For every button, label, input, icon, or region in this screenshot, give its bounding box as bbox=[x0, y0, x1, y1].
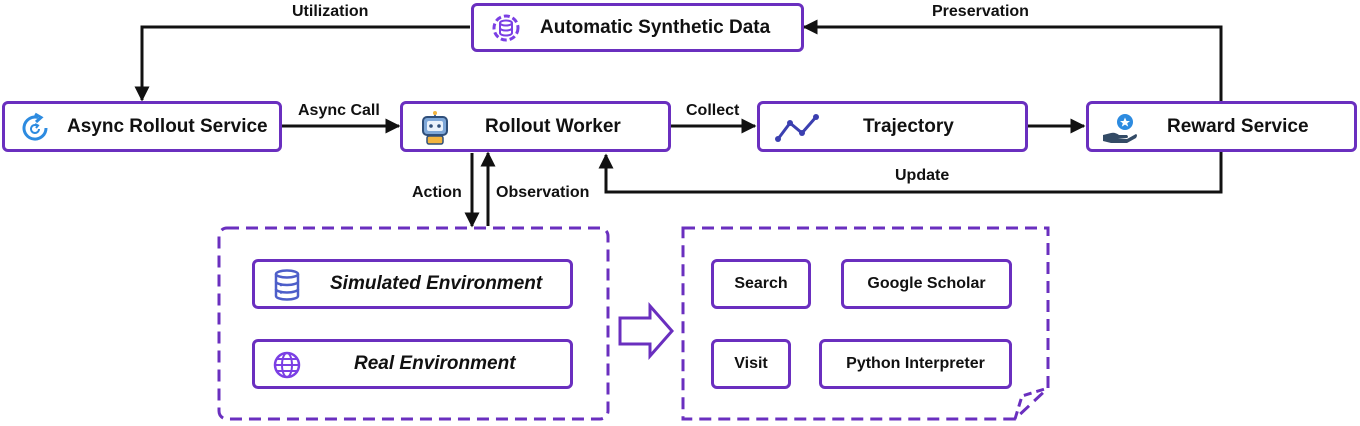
simulated-environment-node: Simulated Environment bbox=[252, 259, 573, 309]
async-rollout-node: Async Rollout Service bbox=[2, 101, 282, 152]
observation-label: Observation bbox=[496, 184, 590, 201]
refresh-icon bbox=[18, 111, 52, 145]
real-environment-label: Real Environment bbox=[354, 353, 516, 374]
collect-label: Collect bbox=[686, 102, 740, 119]
update-label: Update bbox=[895, 167, 950, 184]
rollout-worker-node: Rollout Worker bbox=[400, 101, 671, 152]
database-gear-icon bbox=[490, 12, 522, 44]
line-chart-icon bbox=[774, 111, 820, 145]
robot-icon bbox=[417, 109, 453, 147]
real-environment-node: Real Environment bbox=[252, 339, 573, 389]
utilization-arrow bbox=[134, 25, 470, 102]
preservation-label: Preservation bbox=[932, 3, 1029, 20]
hand-badge-icon bbox=[1101, 111, 1139, 145]
synthetic-data-label: Automatic Synthetic Data bbox=[540, 16, 771, 38]
environment-container bbox=[217, 226, 610, 421]
async-call-label: Async Call bbox=[298, 102, 380, 119]
reward-service-node: Reward Service bbox=[1086, 101, 1357, 152]
simulated-environment-label: Simulated Environment bbox=[330, 273, 543, 294]
hollow-arrow-icon bbox=[618, 302, 674, 360]
tools-container bbox=[681, 226, 1050, 421]
synthetic-data-node: Automatic Synthetic Data bbox=[471, 3, 804, 52]
globe-icon bbox=[271, 348, 303, 382]
database-icon bbox=[271, 268, 303, 302]
tool-google-scholar: Google Scholar bbox=[841, 259, 1012, 309]
tool-search: Search bbox=[711, 259, 811, 309]
trajectory-label: Trajectory bbox=[863, 115, 954, 137]
async-rollout-label: Async Rollout Service bbox=[67, 115, 268, 137]
reward-service-label: Reward Service bbox=[1167, 115, 1309, 137]
tool-python-interpreter: Python Interpreter bbox=[819, 339, 1012, 389]
utilization-label: Utilization bbox=[292, 3, 369, 20]
rollout-worker-label: Rollout Worker bbox=[485, 115, 621, 137]
preservation-arrow bbox=[802, 19, 1223, 101]
trajectory-node: Trajectory bbox=[757, 101, 1028, 152]
tool-visit: Visit bbox=[711, 339, 791, 389]
tools-container-fold bbox=[1013, 386, 1049, 420]
update-arrow bbox=[598, 152, 1223, 194]
action-label: Action bbox=[412, 184, 462, 201]
